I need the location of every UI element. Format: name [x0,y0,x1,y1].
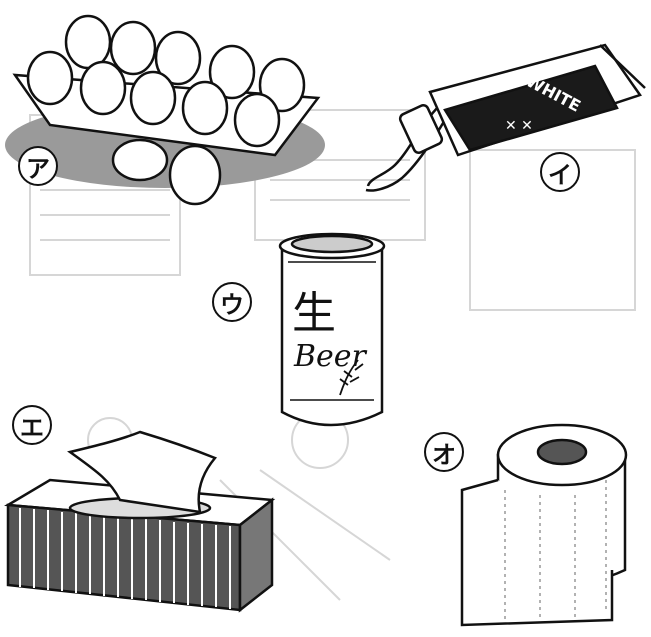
svg-text:✕ ✕: ✕ ✕ [505,118,533,134]
beer-can-illustration: 生 Beer [278,232,386,427]
item-label-o: オ [424,432,464,472]
tissue-box-illustration [4,430,276,613]
item-label-e: エ [12,405,52,445]
toothpaste-tube-illustration: WHITE ✕ ✕ [365,43,646,192]
faint-background-sketch [29,109,636,601]
can-beer-text: Beer [293,339,368,374]
can-kanji-text: 生 [292,288,336,339]
item-label-i: イ [540,152,580,192]
item-label-u: ウ [212,282,252,322]
item-label-a: ア [18,146,58,186]
toilet-paper-illustration [460,423,628,627]
egg-carton-illustration [5,14,325,206]
